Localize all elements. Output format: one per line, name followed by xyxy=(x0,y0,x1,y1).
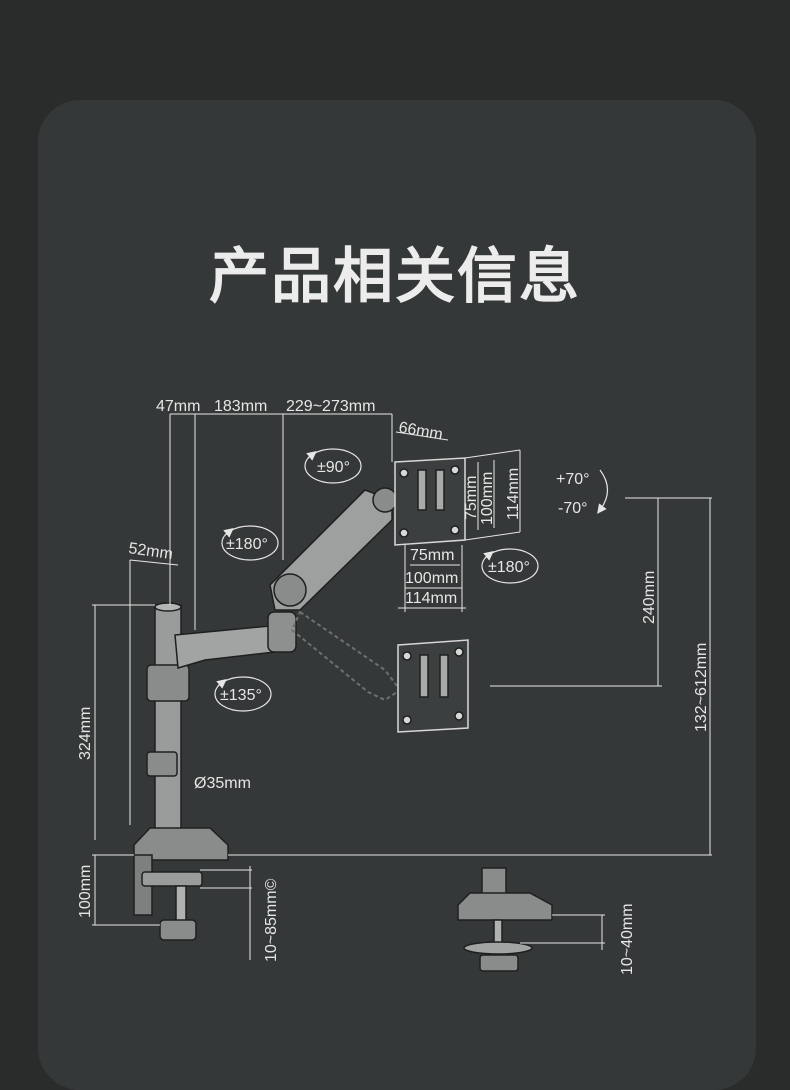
rot-180-arm-label: ±180° xyxy=(226,536,268,553)
dim-grommet-range: 10~40mm xyxy=(619,903,636,975)
vesa-plate-raised xyxy=(394,457,466,546)
dim-229: 229~273mm xyxy=(286,398,375,415)
rot-90-icon xyxy=(304,448,362,484)
dim-vesa-114-v: 114mm xyxy=(505,468,522,520)
dim-66: 66mm xyxy=(397,419,444,443)
grommet-base xyxy=(457,892,553,921)
dim-240: 240mm xyxy=(641,571,658,624)
dim-diameter: Ø35mm xyxy=(194,775,251,792)
dim-clamp-range: 10~85mm© xyxy=(263,878,280,962)
dim-total: 132~612mm xyxy=(693,643,710,732)
rot-90-label: ±90° xyxy=(317,459,350,476)
dim-vesa-75-v: 75mm xyxy=(463,476,480,520)
dim-183: 183mm xyxy=(214,398,267,415)
rotation-icons xyxy=(214,448,609,712)
tilt-up-label: +70° xyxy=(556,471,590,488)
dim-47: 47mm xyxy=(156,398,200,415)
monitor-arm-product xyxy=(133,457,553,972)
dim-100-clamp: 100mm xyxy=(77,865,94,918)
clamp-plate xyxy=(141,871,203,887)
dim-vesa-100-v: 100mm xyxy=(479,472,496,525)
rot-180-head-label: ±180° xyxy=(488,559,530,576)
rot-135-icon xyxy=(214,676,272,712)
dim-324: 324mm xyxy=(77,707,94,760)
rot-180-arm-icon xyxy=(221,525,279,561)
dim-vesa-100-h: 100mm xyxy=(405,570,458,587)
dim-vesa-114-h: 114mm xyxy=(405,590,457,607)
grommet-pole xyxy=(481,867,507,897)
clamp-top xyxy=(133,827,229,861)
rot-180-head-icon xyxy=(481,548,539,584)
dimension-labels: 47mm 183mm 229~273mm 66mm 52mm 75mm 100m… xyxy=(77,398,710,975)
pole-collar xyxy=(146,664,190,702)
dim-vesa-75-h: 75mm xyxy=(410,547,454,564)
tilt-down-label: -70° xyxy=(558,500,588,517)
tilt-icon xyxy=(597,469,609,514)
dimension-lines xyxy=(92,413,712,960)
page-title: 产品相关信息 xyxy=(209,242,581,312)
dim-52: 52mm xyxy=(127,540,173,563)
rot-135-label: ±135° xyxy=(220,687,262,704)
vesa-plate-lowered xyxy=(397,639,469,733)
